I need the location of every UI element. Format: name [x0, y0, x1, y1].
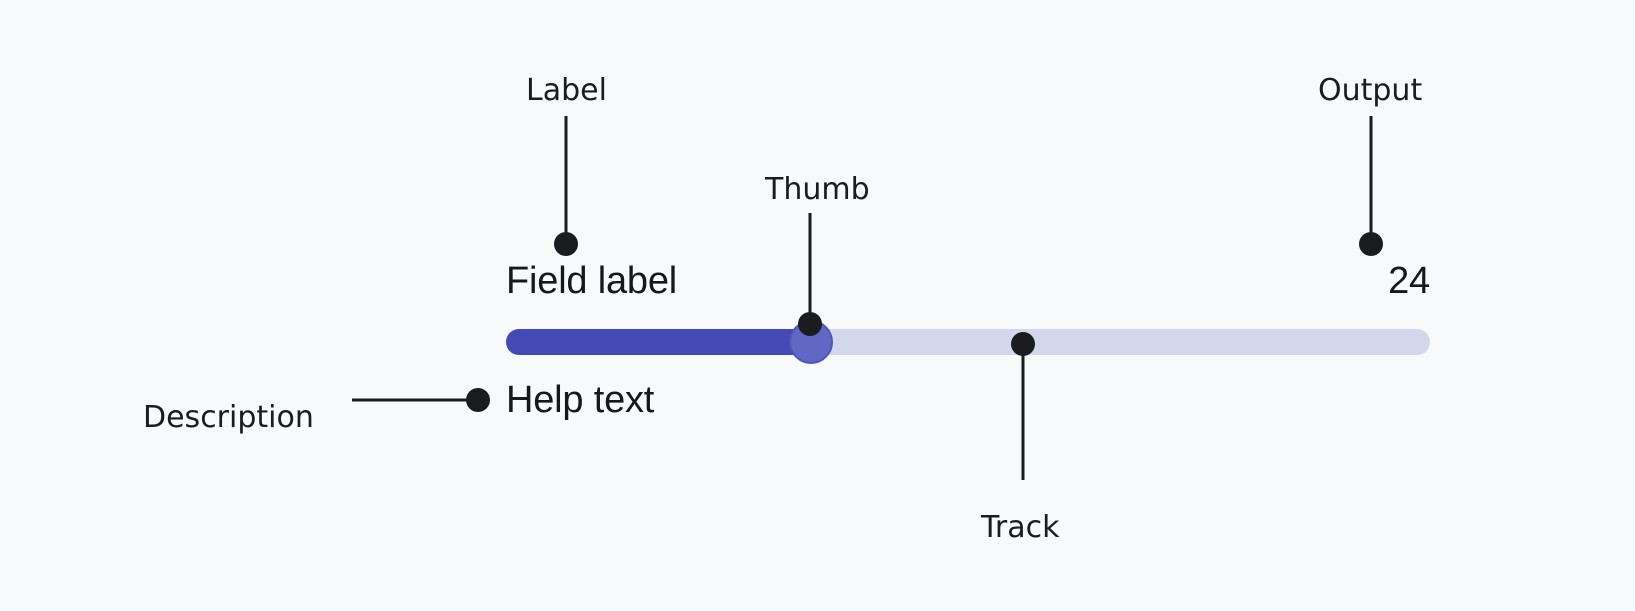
slider-thumb[interactable]: [789, 320, 833, 364]
slider-track-fill: [506, 329, 811, 355]
leader-dot-label: [554, 232, 578, 256]
slider-output-value: 24: [1388, 260, 1430, 302]
annotation-label-track: Track: [981, 510, 1060, 545]
slider-track-wrap[interactable]: [506, 320, 1430, 364]
slider-component: Field label 24 Help text: [506, 258, 1430, 438]
annotation-label-thumb: Thumb: [765, 172, 870, 207]
annotation-label-label: Label: [526, 73, 607, 108]
annotation-label-output: Output: [1318, 73, 1423, 108]
leader-dot-description: [466, 388, 490, 412]
help-text: Help text: [506, 379, 655, 421]
annotation-label-description: Description: [143, 400, 314, 435]
leader-dot-output: [1359, 232, 1383, 256]
field-label: Field label: [506, 260, 678, 302]
